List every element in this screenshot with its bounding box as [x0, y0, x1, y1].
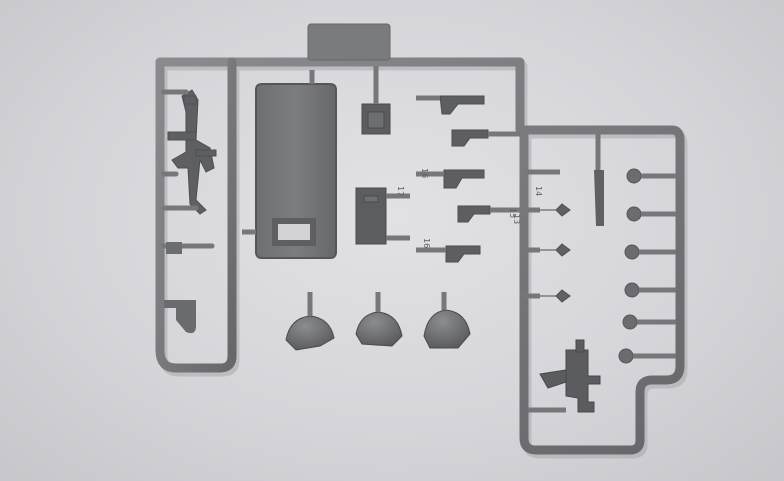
holster-part — [361, 103, 391, 135]
grenade-parts — [540, 203, 571, 303]
part-number: 14 — [534, 186, 543, 196]
grenade-part — [164, 300, 196, 334]
head-gates — [633, 173, 676, 359]
rifle-part — [167, 89, 217, 215]
helmet-gates — [307, 292, 447, 316]
sprue-tab — [307, 23, 391, 61]
pistol-parts — [439, 95, 491, 263]
part-number: 16 — [422, 238, 431, 248]
part-number: 16 — [420, 168, 429, 178]
part-number-labels: 17 16 15 14 13 16 — [396, 168, 543, 248]
submachine-gun-part — [539, 339, 601, 413]
baton-part — [594, 170, 604, 226]
gate-block — [166, 242, 182, 254]
helmet-parts — [285, 309, 471, 351]
part-number: 17 — [396, 186, 405, 196]
riot-shield-part — [242, 70, 337, 259]
frame-shadow — [158, 61, 688, 459]
right-gates — [524, 134, 601, 299]
head-parts — [618, 168, 642, 364]
vest-plate-part — [355, 187, 387, 245]
pistol-gates — [416, 95, 520, 253]
gate — [386, 193, 410, 241]
part-number: 13 — [512, 214, 521, 224]
part-number: 15 — [508, 208, 517, 218]
